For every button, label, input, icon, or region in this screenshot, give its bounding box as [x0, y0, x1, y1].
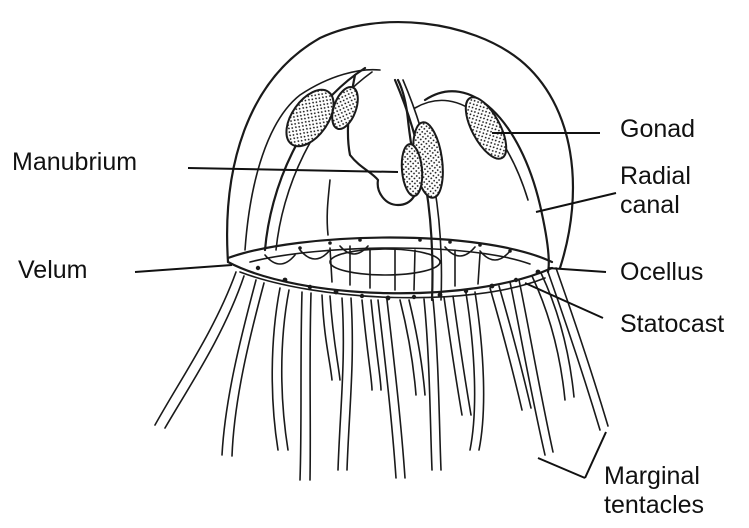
velum-ring-bottom — [228, 262, 552, 293]
label-marginal-tentacles-line1: Marginal — [604, 462, 704, 491]
gonad-right — [458, 91, 515, 164]
label-radial-canal-line1: Radial — [620, 162, 691, 191]
velum-oval-opening — [330, 249, 440, 275]
label-radial-canal-line2: canal — [620, 191, 691, 220]
label-velum: Velum — [18, 256, 87, 285]
marginal-tentacles — [155, 268, 608, 480]
label-marginal-tentacles: Marginal tentacles — [604, 462, 704, 520]
label-manubrium: Manubrium — [12, 148, 137, 177]
label-radial-canal: Radial canal — [620, 162, 691, 220]
velum-leader — [135, 265, 232, 272]
label-statocast: Statocast — [620, 310, 724, 339]
label-gonad: Gonad — [620, 115, 695, 144]
tentacles-leader-b — [585, 432, 606, 478]
statocast-leader — [525, 283, 603, 318]
velum-stalks — [330, 246, 480, 290]
radial-canal-leader — [536, 193, 616, 212]
manubrium-base-line — [327, 180, 330, 235]
tentacles-leader-a — [538, 458, 585, 478]
label-marginal-tentacles-line2: tentacles — [604, 491, 704, 520]
velum-inner-ring — [250, 248, 530, 264]
label-ocellus: Ocellus — [620, 258, 703, 287]
gonad-center-left — [327, 84, 363, 133]
